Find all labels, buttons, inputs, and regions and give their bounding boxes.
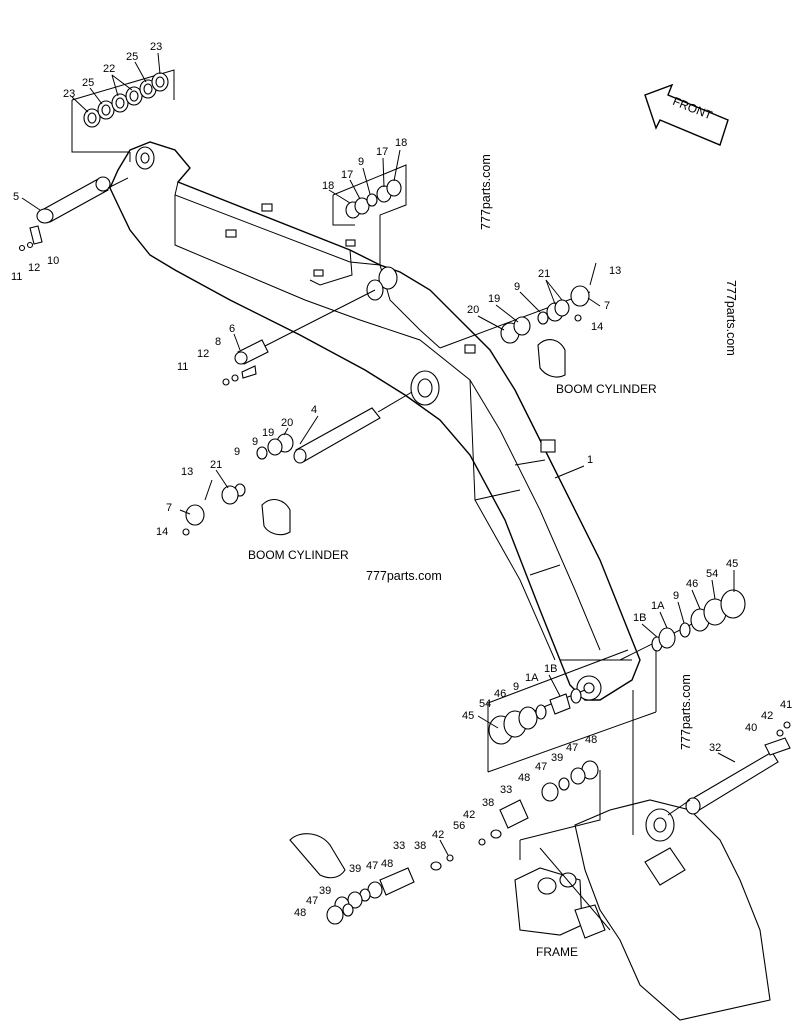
- boom-body: [109, 141, 641, 701]
- callout: 46: [494, 688, 506, 700]
- pin-32-assembly: [667, 721, 791, 816]
- callout: 42: [761, 710, 773, 722]
- callout: 12: [197, 348, 209, 360]
- callout: 9: [234, 446, 240, 458]
- callout: 5: [13, 191, 19, 203]
- callout: 6: [229, 323, 235, 335]
- callout: 47: [366, 860, 378, 872]
- callout: 17: [341, 169, 353, 181]
- callout: 14: [591, 321, 603, 333]
- watermark-4: 777parts.com: [679, 674, 693, 750]
- callout: 48: [518, 772, 530, 784]
- callout: 1B: [544, 663, 557, 675]
- foot-pin-right-group: [487, 589, 746, 773]
- callout: 41: [780, 699, 792, 711]
- callout: 54: [706, 568, 718, 580]
- boom-cylinder-right-group: [439, 262, 597, 378]
- callout: 45: [726, 558, 738, 570]
- callout: 33: [393, 840, 405, 852]
- callout: 1B: [633, 612, 646, 624]
- callout: 42: [463, 809, 475, 821]
- callout: 9: [514, 281, 520, 293]
- callout: 7: [166, 502, 172, 514]
- callout: 39: [349, 863, 361, 875]
- callout: 47: [306, 895, 318, 907]
- callout: 18: [395, 137, 407, 149]
- callout: 9: [358, 156, 364, 168]
- watermark-2: 777parts.com: [724, 280, 738, 356]
- callout: 19: [488, 293, 500, 305]
- caption-boom-cylinder-right: BOOM CYLINDER: [556, 382, 657, 396]
- watermark-1: 777parts.com: [479, 154, 493, 230]
- callout: 10: [47, 255, 59, 267]
- pin-5-assembly: [18, 176, 129, 252]
- callout: 9: [673, 590, 679, 602]
- callout: 48: [585, 734, 597, 746]
- callout: 11: [11, 271, 22, 283]
- callout: 1A: [525, 672, 539, 684]
- callout: 19: [262, 427, 274, 439]
- callout: 1A: [651, 600, 665, 612]
- callout: 4: [311, 404, 317, 416]
- watermark-3: 777parts.com: [366, 569, 442, 583]
- callout: 25: [82, 77, 94, 89]
- boom-cylinder-left-group: [182, 391, 413, 536]
- callout: 22: [103, 63, 115, 75]
- callout-labels: 23 25 22 25 23 5 11 12 10 18 17 9 17 18 …: [11, 41, 792, 919]
- callout: 20: [281, 417, 293, 429]
- arm-cylinder-pin-group: [289, 760, 601, 925]
- callout: 46: [686, 578, 698, 590]
- callout: 48: [381, 858, 393, 870]
- callout: 9: [252, 436, 258, 448]
- shim-group-upper-mid: [332, 164, 407, 265]
- callout: 23: [150, 41, 162, 53]
- callout: 12: [28, 262, 40, 274]
- callout: 39: [551, 752, 563, 764]
- callout: 47: [566, 742, 578, 754]
- leader-lines: [21, 52, 736, 856]
- callout: 54: [479, 698, 491, 710]
- callout: 1: [587, 454, 593, 466]
- callout: 17: [376, 146, 388, 158]
- callout: 42: [432, 829, 444, 841]
- callout: 14: [156, 526, 168, 538]
- callout: 9: [513, 681, 519, 693]
- callout: 21: [538, 268, 550, 280]
- callout: 21: [210, 459, 222, 471]
- pin-6-assembly: [222, 289, 376, 386]
- callout: 25: [126, 51, 138, 63]
- shim-group-top-left: [71, 69, 175, 162]
- caption-frame: FRAME: [536, 945, 578, 959]
- frame: [514, 690, 771, 1021]
- callout: 18: [322, 180, 334, 192]
- callout: 11: [177, 361, 188, 373]
- caption-boom-cylinder-left: BOOM CYLINDER: [248, 548, 349, 562]
- callout: 56: [453, 820, 465, 832]
- front-arrow-icon: FRONT: [644, 83, 729, 146]
- callout: 8: [215, 336, 221, 348]
- callout: 7: [604, 300, 610, 312]
- callout: 38: [414, 840, 426, 852]
- callout: 45: [462, 710, 474, 722]
- callout: 13: [609, 265, 621, 277]
- callout: 13: [181, 466, 193, 478]
- callout: 39: [319, 885, 331, 897]
- callout: 32: [709, 742, 721, 754]
- callout: 33: [500, 784, 512, 796]
- callout: 40: [745, 722, 757, 734]
- foot-pin-left-group: [488, 688, 586, 745]
- callout: 38: [482, 797, 494, 809]
- callout: 47: [535, 761, 547, 773]
- callout: 48: [294, 907, 306, 919]
- callout: 20: [467, 304, 479, 316]
